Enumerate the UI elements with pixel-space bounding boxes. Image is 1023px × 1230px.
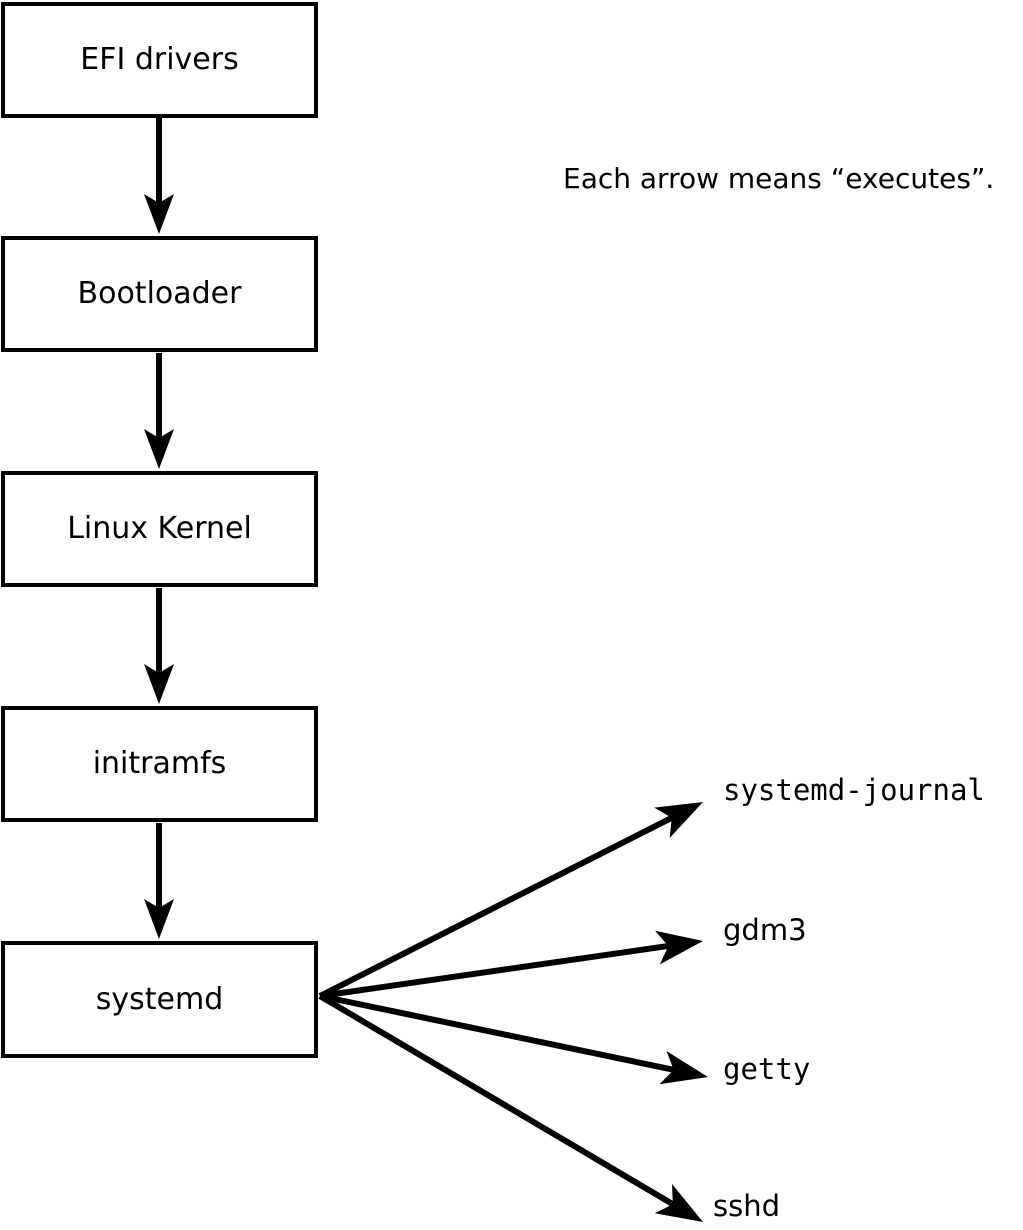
stage-box-efi-drivers[interactable]: EFI drivers	[1, 2, 318, 118]
stage-label-efi-drivers: EFI drivers	[80, 42, 239, 77]
stage-box-initramfs[interactable]: initramfs	[1, 706, 318, 822]
service-label-systemd-journal[interactable]: systemd-journal	[723, 773, 985, 807]
fanout-arrow-gdm3	[319, 930, 703, 999]
stage-box-systemd[interactable]: systemd	[1, 941, 318, 1058]
chain-arrow-efi-to-bootloader	[144, 118, 174, 234]
fanout-arrow-group	[318, 802, 708, 1222]
fanout-arrow-getty	[319, 993, 708, 1085]
chain-arrow-group	[144, 118, 174, 939]
stage-label-systemd: systemd	[95, 981, 224, 1017]
stage-label-linux-kernel: Linux Kernel	[67, 511, 252, 546]
stage-box-bootloader[interactable]: Bootloader	[1, 236, 318, 352]
chain-arrow-bootloader-to-kernel	[144, 353, 174, 469]
service-label-gdm3[interactable]: gdm3	[723, 913, 807, 947]
stage-label-bootloader: Bootloader	[77, 276, 242, 311]
diagram-note: Each arrow means “executes”.	[563, 162, 995, 195]
service-label-getty[interactable]: getty	[723, 1052, 811, 1086]
service-label-sshd[interactable]: sshd	[713, 1189, 781, 1223]
fanout-arrow-systemd-journal	[318, 802, 703, 999]
stage-box-linux-kernel[interactable]: Linux Kernel	[1, 471, 318, 587]
chain-arrow-kernel-to-initramfs	[144, 588, 174, 704]
fanout-arrow-sshd	[318, 993, 703, 1222]
stage-label-initramfs: initramfs	[92, 746, 227, 781]
chain-arrow-initramfs-to-systemd	[144, 823, 174, 939]
